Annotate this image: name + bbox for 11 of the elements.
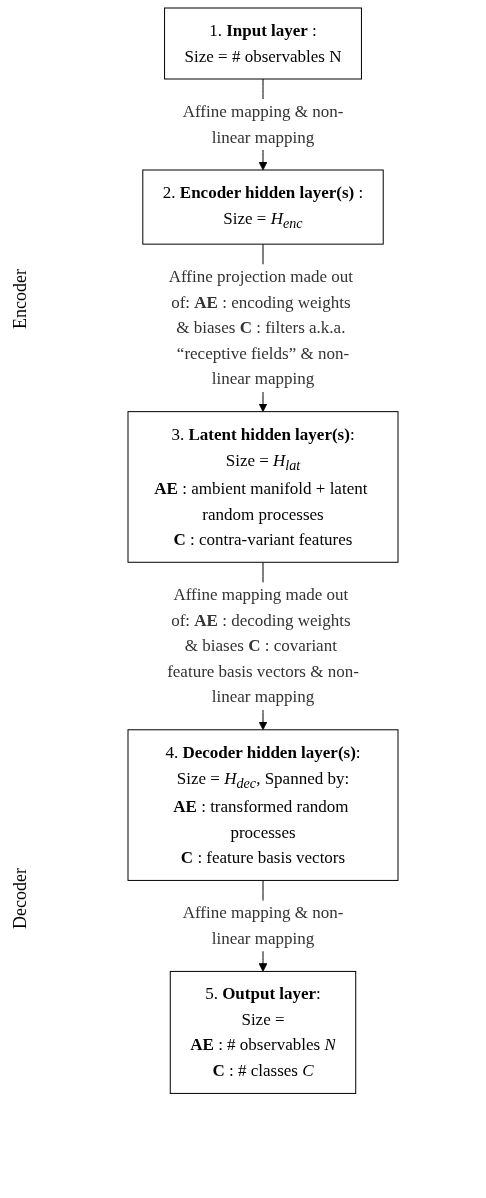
- edge-label: Affine mapping & non-linear mapping: [182, 102, 344, 147]
- edge-label: Affine projection made out of: AE : encoding weights & biases C : filters a.k.a. “receptive fields” & non-linear mapping: [168, 267, 354, 389]
- node-box: 1. Input layer : Size = # observables N: [164, 7, 362, 80]
- node-box: 3. Latent hidden layer(s): Size = H$_{lat}$ AE : ambient manifold + latent random processes C : contra-variant features: [127, 411, 399, 563]
- node-box: 5. Output layer: Size = AE : # observables N C : # classes C: [169, 970, 357, 1094]
- edge-label: Affine mapping made out of: AE : decoding weights & biases C : covariant feature basis vectors & non-linear mapping: [167, 585, 359, 707]
- section-label: Encoder: [9, 269, 31, 330]
- node-box: 4. Decoder hidden layer(s): Size = H$_{dec}$, Spanned by: AE : transformed random processes C : feature basis vectors: [127, 729, 399, 881]
- edge-label: Affine mapping & non-linear mapping: [182, 903, 344, 948]
- node-box: 2. Encoder hidden layer(s) : Size = H$_{enc}$: [142, 169, 384, 245]
- section-label: Decoder: [9, 867, 31, 929]
